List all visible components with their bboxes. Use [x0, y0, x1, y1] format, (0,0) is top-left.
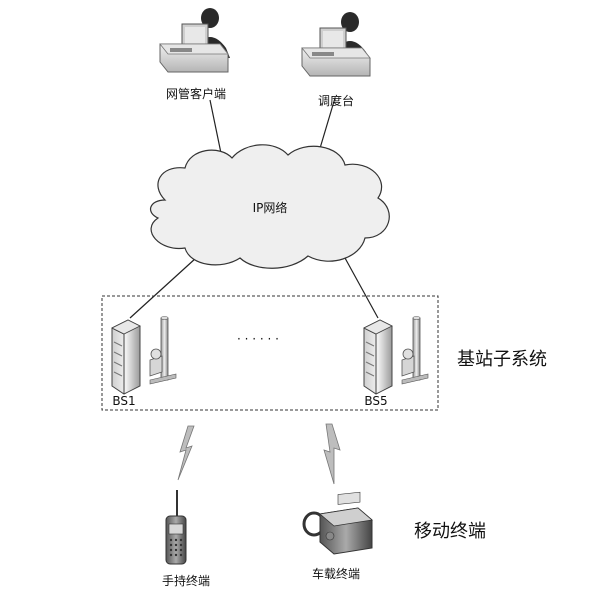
- link-cloud-bs5: [344, 257, 379, 319]
- nms-client-label: 网管客户端: [166, 86, 226, 101]
- nms-client-workstation: [159, 8, 230, 73]
- ip-network-label: IP网络: [253, 200, 288, 215]
- link-cloud-bs1: [129, 257, 197, 319]
- cloud-icon: [149, 144, 390, 269]
- server-rack-icon: [111, 319, 141, 395]
- vehicle-terminal-label: 车载终端: [312, 566, 360, 581]
- mobile-terminals-label: 移动终端: [414, 521, 486, 542]
- handheld-radio-icon: [165, 490, 187, 565]
- lightning-signal-icon: [177, 425, 195, 481]
- dispatch-console-workstation: [301, 12, 371, 77]
- base-station-bs1: [111, 316, 177, 395]
- bs1-label: BS1: [112, 394, 135, 408]
- lightning-signal-icon: [323, 423, 341, 485]
- handheld-terminal-label: 手持终端: [162, 573, 210, 588]
- vehicle-radio-icon: [302, 491, 373, 555]
- antenna-mast-icon: [401, 316, 429, 385]
- dispatch-console-label: 调度台: [318, 93, 354, 108]
- link-dispatch-cloud: [317, 97, 336, 156]
- base-station-ellipsis: · · · · · ·: [237, 332, 279, 346]
- base-station-subsystem-box: [101, 295, 439, 411]
- base-station-subsystem-label: 基站子系统: [457, 349, 547, 370]
- base-station-bs5: [363, 316, 429, 395]
- antenna-mast-icon: [149, 316, 177, 385]
- link-nms-cloud: [209, 99, 223, 159]
- connection-lines: [129, 97, 379, 319]
- server-rack-icon: [363, 319, 393, 395]
- bs5-label: BS5: [364, 394, 387, 408]
- operator-workstation-icon: [301, 12, 371, 77]
- operator-workstation-icon: [159, 8, 230, 73]
